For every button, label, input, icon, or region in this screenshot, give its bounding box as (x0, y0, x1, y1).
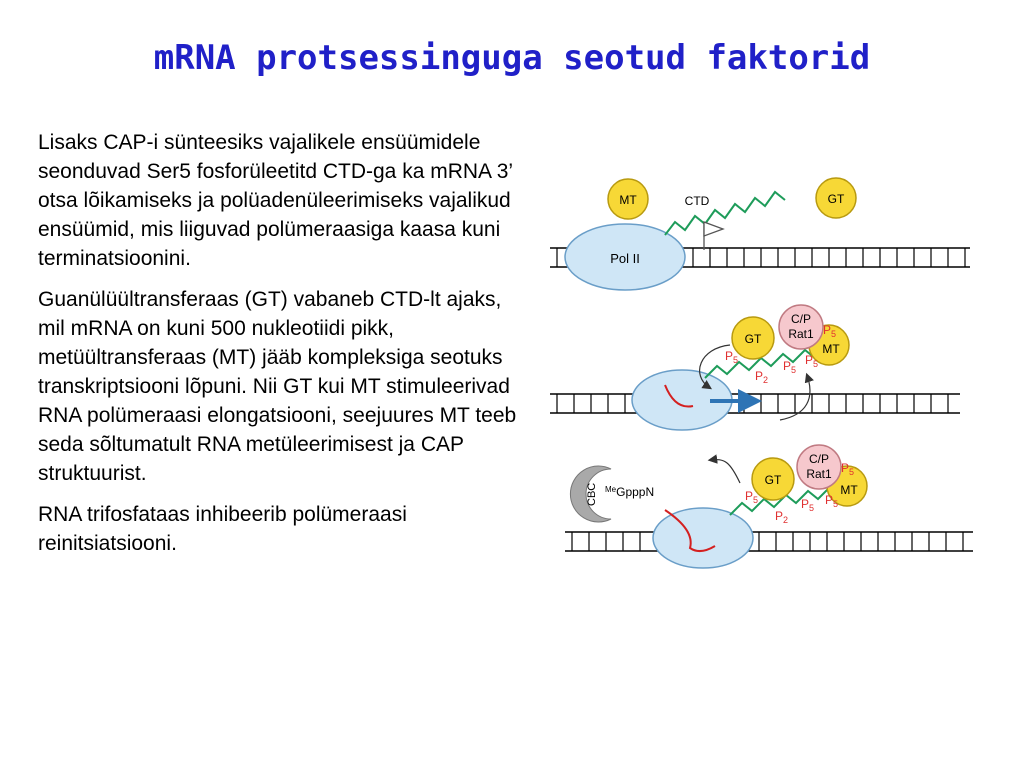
me-gpppn-label: MeGpppN (605, 485, 654, 499)
gt-circle-3 (751, 457, 795, 501)
gt-label: GT (828, 192, 845, 206)
cycle-arrow (699, 344, 731, 390)
mt-label-2: MT (822, 342, 840, 356)
mt-circle (607, 178, 649, 220)
svg-text:P5: P5 (841, 461, 854, 477)
svg-text:P5: P5 (745, 489, 758, 505)
svg-text:P2: P2 (775, 509, 788, 525)
svg-text:P5: P5 (805, 353, 818, 369)
pol-ii-ellipse (564, 223, 686, 291)
gt-label-2: GT (745, 332, 762, 346)
svg-text:P5: P5 (823, 323, 836, 339)
text-column: Lisaks CAP-i sünteesiks vajalikele ensüü… (38, 128, 532, 570)
paragraph-cap-factors: Lisaks CAP-i sünteesiks vajalikele ensüü… (38, 131, 513, 270)
svg-text:P5: P5 (801, 497, 814, 513)
cbc-shape (569, 465, 612, 523)
dna-strand-2 (550, 393, 960, 414)
paragraph-gt-mt: Guanülüültransferaas (GT) vabaneb CTD-lt… (38, 288, 517, 485)
gt-circle (815, 177, 857, 219)
transcription-diagram: Pol II CTD MT GT GT MT C/P Rat1 (550, 177, 973, 569)
pol-ii-label: Pol II (610, 251, 640, 266)
svg-text:P5: P5 (783, 359, 796, 375)
mrna-strand-2 (664, 384, 694, 408)
cp-label-3: C/P (809, 452, 829, 466)
panel-3: CBC MeGpppN GT MT C/P Rat1 P5 P2 P5 P5 P… (565, 444, 973, 569)
ctd-label: CTD (685, 194, 710, 208)
gt-label-3: GT (765, 473, 782, 487)
pol-ii-ellipse-3 (652, 507, 754, 569)
mrna-strand-3 (664, 509, 716, 552)
gt-circle-2 (731, 316, 775, 360)
svg-text:P2: P2 (755, 369, 768, 385)
rat1-label-3: Rat1 (806, 467, 832, 481)
mt-label-3: MT (840, 483, 858, 497)
phospho-labels-2: P5 P2 P5 P5 P5 (725, 323, 836, 385)
phospho-labels-3: P5 P2 P5 P5 P5 (745, 461, 854, 525)
cp-rat1-circle-3 (796, 444, 842, 490)
mt-label: MT (619, 193, 637, 207)
page-title: mRNA protsessinguga seotud faktorid (153, 38, 871, 78)
panel-2: GT MT C/P Rat1 P5 P2 P5 P5 P5 (550, 304, 960, 431)
ctd-tail (664, 190, 786, 236)
dna-strand-3 (565, 531, 973, 552)
cbc-label: CBC (586, 483, 598, 506)
cycle-arrow-3 (707, 454, 741, 484)
rat1-label-2: Rat1 (788, 327, 814, 341)
svg-text:P5: P5 (725, 349, 738, 365)
cp-label-2: C/P (791, 312, 811, 326)
paragraph-rna-triphosphatase: RNA trifosfataas inhibeerib polümeraasi … (38, 503, 407, 555)
cp-rat1-circle-2 (778, 304, 824, 350)
cycle-arrow-right (779, 372, 814, 421)
panel-1: Pol II CTD MT GT (550, 177, 970, 291)
svg-text:P5: P5 (825, 493, 838, 509)
flag-icon (703, 221, 725, 250)
